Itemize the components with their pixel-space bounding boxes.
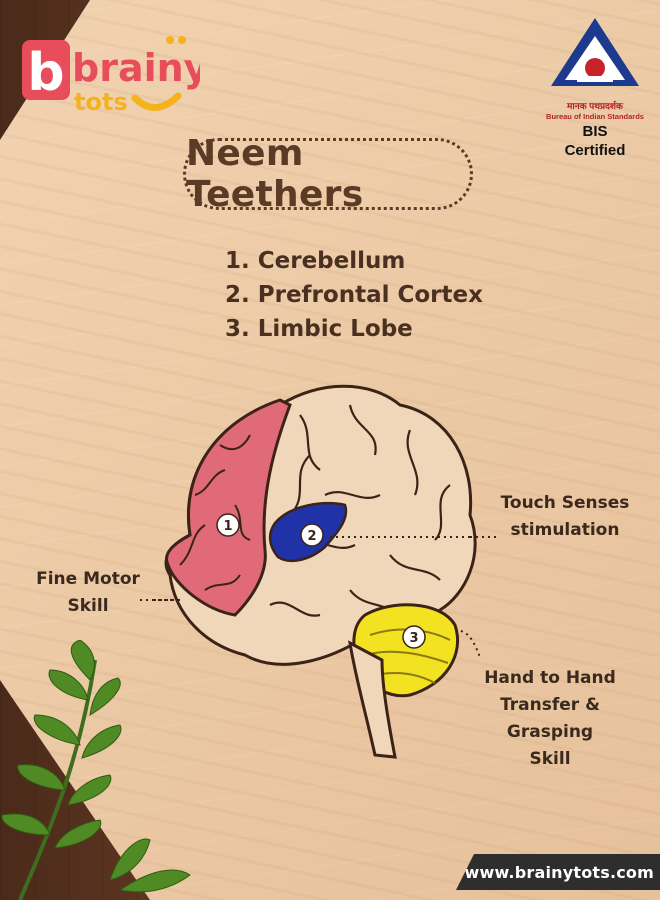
bis-emblem-icon [551,18,639,86]
list-item: 1. Cerebellum [225,248,406,274]
marker-3-icon [402,625,426,649]
website-url[interactable]: www.brainytots.com [464,862,654,882]
brain-parts-list: 1. Cerebellum 2. Prefrontal Cortex 3. Li… [225,244,483,346]
smile-icon [131,92,182,111]
certified-label: Certified [564,142,626,159]
brain-stem-shape [348,640,397,759]
brain-illustration: 1 2 3 [150,384,480,759]
callout-line: Fine Motor [36,569,140,589]
website-footer: www.brainytots.com [456,854,660,890]
callout-hand-transfer: Hand to Hand Transfer & Grasping Skill [455,665,645,773]
logo-word-brainy: brainy [72,46,200,90]
page-title: Neem Teethers [186,133,364,215]
list-item: 2. Prefrontal Cortex [225,282,483,308]
marker-2-label: 2 [307,529,316,544]
connector-touch-extension [470,536,496,538]
callout-line: Touch Senses [500,493,630,513]
brainy-tots-logo: b brainy tots [22,36,200,116]
bis-org-text: Bureau of Indian Standards [546,112,644,121]
callout-line: stimulation [510,520,620,540]
callout-line: Transfer & Grasping [500,695,600,742]
callout-line: Skill [67,596,109,616]
list-item: 3. Limbic Lobe [225,316,413,342]
callout-touch-senses: Touch Senses stimulation [495,490,635,544]
marker-1-icon [216,513,240,537]
neem-leaves-icon [1,640,191,900]
logo-word-tots: tots [74,88,128,116]
callout-fine-motor: Fine Motor Skill [32,566,144,620]
callout-line: Hand to Hand [484,668,616,688]
marker-2-icon [300,523,324,547]
svg-text:b: b [27,43,64,103]
connector-hand [454,629,480,658]
connector-motor-extension [140,599,180,601]
bis-label: BIS [582,123,608,140]
callout-line: Skill [529,749,571,769]
bis-certification-badge: मानक पथप्रदर्शक Bureau of Indian Standar… [545,14,645,164]
marker-1-label: 1 [223,519,232,534]
region-1-shape [165,398,292,617]
bis-hindi-text: मानक पथप्रदर्शक [567,101,623,111]
title-frame: Neem Teethers [183,133,473,215]
marker-3-label: 3 [409,631,418,646]
